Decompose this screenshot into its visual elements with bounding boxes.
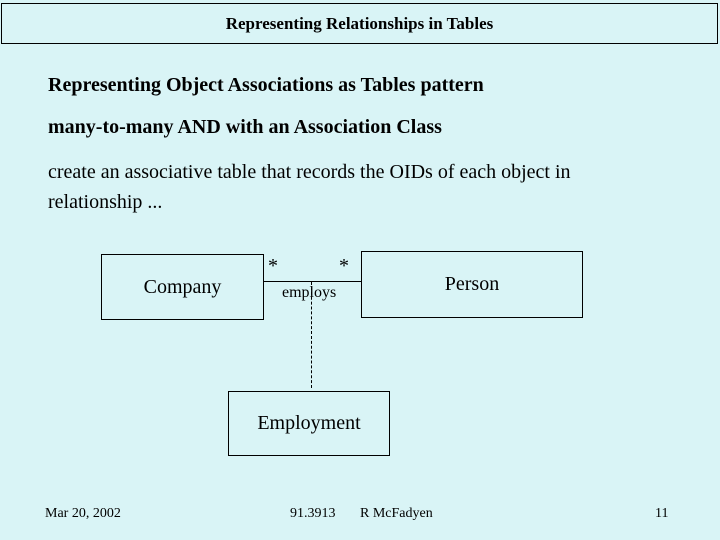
multiplicity-asterisk-person: * [339, 255, 349, 277]
association-line [264, 281, 361, 282]
body-heading-pattern: Representing Object Associations as Tabl… [48, 74, 484, 96]
company-label: Company [143, 275, 222, 298]
body-heading-multiplicity: many-to-many AND with an Association Cla… [48, 116, 442, 138]
slide-title-bar: Representing Relationships in Tables [1, 3, 718, 44]
employment-label: Employment [257, 412, 361, 434]
slide-title: Representing Relationships in Tables [225, 13, 494, 33]
paragraph-line-2: relationship ... [48, 191, 163, 213]
person-class-box: Person [361, 251, 583, 318]
person-label: Person [444, 273, 500, 295]
association-name-label: employs [282, 284, 337, 301]
footer-author: R McFadyen [360, 506, 433, 521]
multiplicity-asterisk-company: * [268, 255, 278, 277]
footer-course-number: 91.3913 [290, 506, 336, 521]
footer-date: Mar 20, 2002 [45, 506, 121, 521]
footer-page-number: 11 [655, 506, 669, 521]
paragraph-line-1: create an associative table that records… [48, 161, 571, 183]
company-class-box: Company [101, 254, 264, 320]
employment-class-box: Employment [228, 391, 390, 456]
association-class-dashed-line [311, 282, 312, 388]
body-paragraph: create an associative table that records… [48, 157, 698, 217]
